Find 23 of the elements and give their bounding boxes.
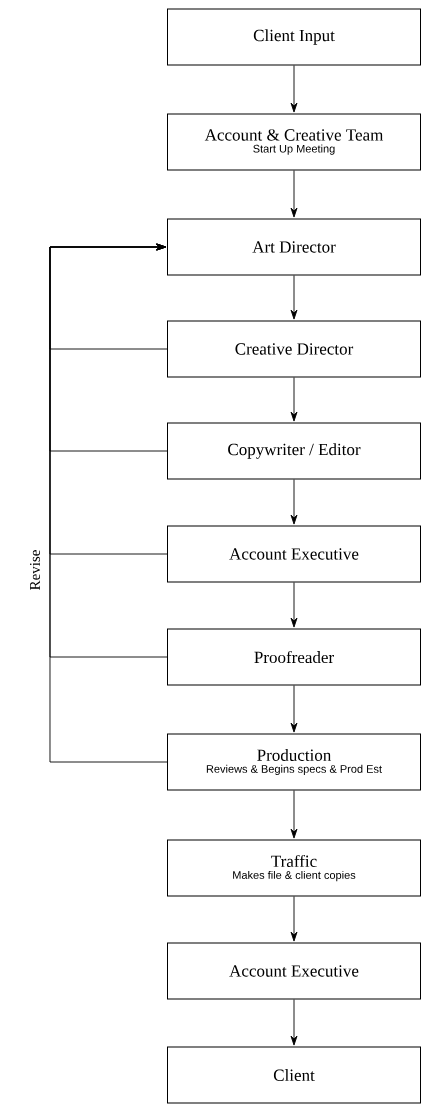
arrow (290, 685, 298, 733)
process-box: Client Input (167, 8, 421, 66)
arrow (290, 999, 298, 1046)
process-box: Creative Director (167, 320, 421, 378)
process-box: Traffic Makes file & client copies (167, 839, 421, 897)
process-box: Proofreader (167, 628, 421, 686)
process-box: Account & Creative Team Start Up Meeting (167, 113, 421, 171)
process-box: Production Reviews & Begins specs & Prod Est (167, 733, 421, 791)
process-box: Account Executive (167, 942, 421, 1000)
process-box: Client (167, 1046, 421, 1104)
revise-label: Revise (29, 550, 41, 590)
arrow (49, 243, 168, 763)
arrow (290, 377, 298, 422)
arrow (290, 790, 298, 839)
arrow (290, 582, 298, 628)
arrow (290, 65, 298, 113)
process-box: Account Executive (167, 525, 421, 583)
process-box: Copywriter / Editor (167, 422, 421, 480)
arrow (290, 170, 298, 218)
arrow (290, 479, 298, 525)
arrow (290, 275, 298, 320)
process-box: Art Director (167, 218, 421, 276)
arrow (290, 896, 298, 942)
